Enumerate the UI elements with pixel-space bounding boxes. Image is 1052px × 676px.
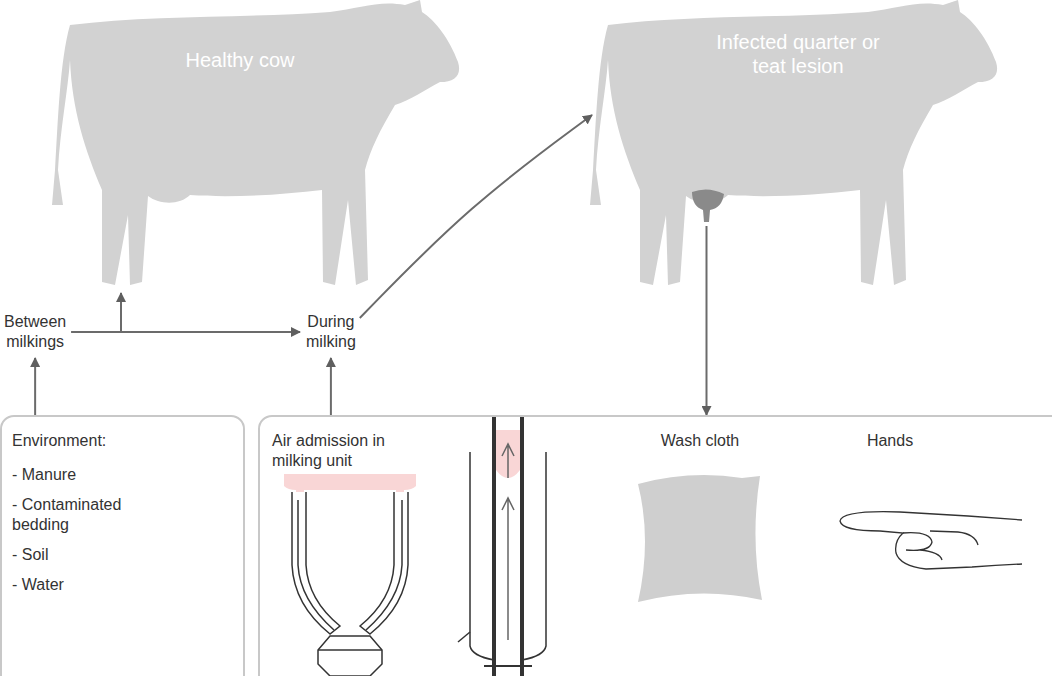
node-label: Healthy cow [140, 50, 340, 70]
teat-cup-section [458, 415, 546, 676]
node-label: Air admission in milking unit [272, 431, 422, 471]
cow-body [52, 0, 459, 285]
liner [494, 415, 522, 676]
cup-base [484, 665, 532, 667]
teat-cup-right [360, 492, 408, 634]
cow-body [590, 0, 997, 285]
node-text: - Soil [12, 545, 233, 565]
flow-arrow [706, 226, 708, 415]
cup-shell [470, 452, 546, 660]
phase-label: During milking [306, 312, 356, 352]
flow-arrow [34, 358, 36, 415]
phase-label: Between milkings [4, 312, 66, 352]
flow-arrow [360, 115, 592, 318]
flow-arrow [330, 358, 332, 415]
node-label: Infected quarter or teat lesion [708, 30, 888, 78]
claw-bowl [318, 636, 382, 676]
source-box: Environment: - Manure - Contaminated beddi… [0, 415, 245, 676]
infected-quarter [692, 189, 724, 222]
node-label: Between milkings [4, 312, 66, 352]
hand-outline [840, 512, 1022, 569]
finger-curl [903, 531, 978, 560]
flow-arrow [71, 293, 121, 332]
wash-cloth [638, 475, 762, 602]
flow-arrow [502, 498, 514, 640]
source-box: Air admission in milking unit Wash cloth H… [258, 415, 1052, 676]
node-label: Environment: [12, 431, 233, 451]
milk-in-liner [496, 430, 520, 478]
cow-silhouette: Healthy cow [30, 0, 460, 290]
node-text: Hands [830, 431, 950, 451]
flow-arrow [71, 331, 300, 333]
node-text: - Manure [12, 465, 233, 485]
teat-cup-right-inner [366, 500, 402, 630]
node-text: Wash cloth [640, 431, 760, 451]
hand [840, 512, 1022, 569]
cow-silhouette: Infected quarter or teat lesion [568, 0, 998, 290]
node-text: - Water [12, 575, 233, 595]
flow-arrow [502, 444, 514, 478]
node-label: During milking [306, 312, 356, 352]
cow-outline [30, 0, 460, 290]
claw-line [318, 649, 382, 651]
node-text: - Contaminated bedding [12, 495, 152, 535]
milking-claw [284, 474, 416, 676]
teat-cup-left [292, 492, 340, 634]
teat-cup-left-inner [298, 500, 334, 630]
short-tube [458, 632, 470, 642]
